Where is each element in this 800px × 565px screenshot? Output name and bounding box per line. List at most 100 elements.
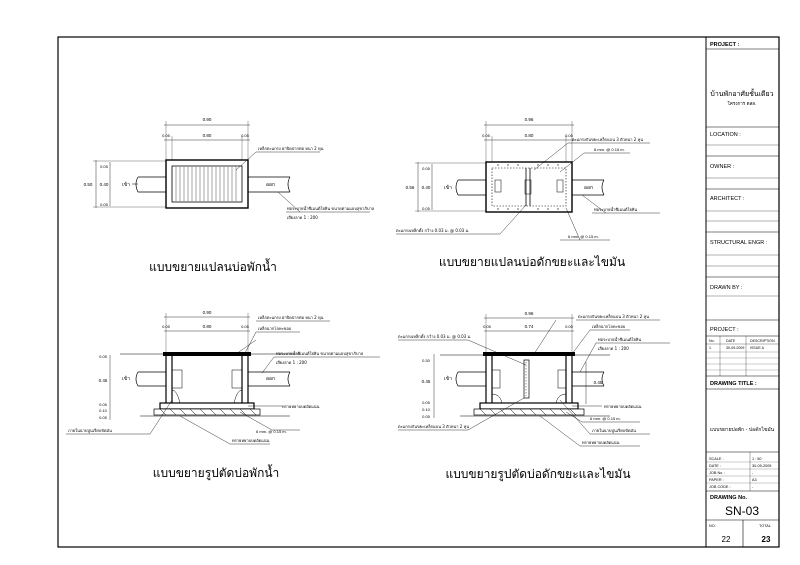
dim-005-s1: 0.05	[162, 324, 171, 329]
view-manhole-plan: 0.90 0.05 0.80 0.05 0.50 0.40 0.05 0.05 …	[84, 117, 375, 274]
dim-030-t: 0.30	[422, 358, 431, 363]
meta-paper-val: A3	[752, 478, 757, 482]
project2-label: PROJECT :	[710, 327, 739, 333]
dim-096-s: 0.96	[525, 311, 534, 316]
note-sandpad-s: ทรายหยาบบดอัดแน่น	[282, 404, 320, 409]
dim-074-s: 0.74	[525, 324, 534, 329]
drawn-by-label: DRAWN BY :	[710, 285, 743, 291]
manhole-box	[165, 159, 249, 209]
dim-005-t4: 0.05	[422, 414, 431, 419]
inlet-label-4: เข้า	[444, 375, 452, 382]
grease-trap-box	[485, 161, 573, 213]
project-name: บ้านพักอาศัยชั้นเดียว	[710, 87, 773, 98]
sheet-total-label: TOTAL	[759, 524, 771, 528]
project-label: PROJECT :	[710, 42, 740, 48]
rev-header-date: DATE	[726, 339, 736, 343]
dim-005-p2d: 0.05	[422, 206, 431, 211]
manhole-wall-left	[165, 354, 173, 406]
dim-010-s: 0.10	[99, 408, 108, 413]
dim-056: 0.56	[406, 185, 415, 190]
note-grate3: ตะแกรงกันขยะเหล็กแบน 3 ตัวหนา 2 หุน	[572, 136, 643, 143]
note-cover-s: เหล็กตะแกรง ฝาปิดปากท่อ หนา 2 หุน	[258, 314, 324, 321]
view2-title: แบบขยายแปลนบ่อดักขยะและไขมัน	[439, 255, 625, 269]
note-rebar-p2: 6 mm. @ 0.15 m.	[594, 147, 625, 152]
dim-096: 0.96	[525, 117, 534, 122]
project-subtitle: โครงการ ตสล.	[728, 100, 757, 107]
grate-hatching	[175, 167, 237, 201]
note-gravel-t: ทรายหยาบบดอัดแน่น	[582, 440, 620, 445]
rev-header-desc: DESCRIPTION	[750, 339, 775, 343]
note-grate3-s: ตะแกรงกันขยะเหล็กแบน 3 ตัวหนา 2 หุน	[578, 313, 649, 320]
note-cover: เหล็กตะแกรง ฝาปิดปากท่อ หนา 2 หุน	[258, 145, 324, 152]
sheet-border	[57, 36, 780, 548]
sheet-number: 22	[722, 535, 731, 544]
location-label: LOCATION :	[710, 132, 741, 138]
meta-jobcode-val: -	[752, 485, 754, 489]
dim-005-s2: 0.05	[241, 324, 250, 329]
dim-040: 0.40	[100, 182, 109, 187]
note-finish-t: ภายในฉาบปูนเรียบขัดมัน	[592, 428, 636, 434]
dim-005-t3: 0.05	[422, 400, 431, 405]
dim-005-s5: 0.05	[99, 415, 108, 420]
note-sandpad-t: ทรายหยาบบดอัดแน่น	[604, 404, 642, 409]
note-slope-t: เสียงลาด 1 : 200	[598, 346, 629, 351]
baffle-plate	[523, 359, 530, 399]
note-pipe3: ท่อระบายน้ำซีเมนต์ใยหิน	[598, 335, 641, 342]
dim-080-p2: 0.80	[525, 133, 534, 138]
note-gravel-s: ทรายหยาบบดอัดแน่น	[232, 438, 270, 443]
drawing-title: แบบขยายบ่อพัก - บ่อดักไขมัน	[710, 426, 775, 433]
meta-jobcode-key: JOB CODE :	[709, 485, 731, 489]
drawing-title-label: DRAWING TITLE :	[710, 381, 757, 387]
dim-005: 0.05	[162, 133, 171, 138]
note-plaster-s: เหล็กฉากโลหะขอบ	[258, 325, 292, 331]
dim-045-t: 0.45	[422, 379, 431, 384]
dim-080-s: 0.80	[203, 324, 212, 329]
manhole-wall-right	[241, 354, 249, 406]
architect-label: ARCHITECT :	[710, 196, 745, 202]
dim-080: 0.80	[203, 133, 212, 138]
note-pipe2: ท่อระบายน้ำซีเมนต์ใยหิน	[594, 205, 637, 212]
meta-job-val: -	[752, 471, 754, 475]
note-rebar-t: 6 mm. @ 0.15 m.	[590, 416, 621, 421]
note-slope-s: เสียงลาด 1 : 200	[276, 360, 307, 365]
outlet-label-2: ออก	[584, 185, 593, 191]
dim-040-p2: 0.40	[422, 185, 431, 190]
rev-header-no: No.	[709, 339, 715, 343]
view-manhole-section: 0.90 0.05 0.80 0.05 0.05 0.45 0.05 0.10 …	[66, 310, 380, 481]
meta-date-key: DATE :	[709, 464, 721, 468]
meta-date-val: 30-09-2009	[752, 464, 771, 468]
meta-scale-val: 1 : 50	[752, 457, 762, 461]
inlet-label-3: เข้า	[122, 375, 130, 382]
dim-005-p2c: 0.05	[422, 166, 431, 171]
meta-paper-key: PAPER :	[709, 478, 724, 482]
note-pipe-s: ท่อระบายน้ำซีเมนต์ใยหิน ขนาดตามแบบสุขาภิ…	[276, 349, 364, 357]
dim-005-p2b: 0.05	[565, 133, 574, 138]
outlet-label-3: ออก	[266, 376, 275, 382]
note-plaster-t: เหล็กฉากโลหะขอบ	[592, 323, 626, 329]
owner-label: OWNER :	[710, 164, 735, 170]
dim-005-t2: 0.05	[565, 324, 574, 329]
dim-050: 0.50	[84, 182, 93, 187]
inlet-label: เข้า	[122, 181, 130, 188]
sheet-no-label: NO.	[709, 524, 716, 528]
rev-row-date: 30-09-2009	[726, 346, 744, 350]
dim-090: 0.90	[203, 117, 212, 122]
dim-005-t1: 0.05	[483, 324, 492, 329]
rev-row-no: 1	[709, 346, 711, 350]
drawing-no-label: DRAWING No.	[710, 495, 747, 501]
drawing-no: SN-03	[725, 504, 759, 518]
title-block: PROJECT : บ้านพักอาศัยชั้นเดียว โครงการ …	[706, 42, 779, 547]
dim-005-l2: 0.05	[100, 202, 109, 207]
dim-010-t: 0.10	[422, 407, 431, 412]
trap-wall-left	[485, 354, 493, 406]
view-grease-trap-section: 0.96 0.05 0.74 0.05 0.30 0.45 0.05 0.10 …	[398, 311, 670, 482]
view-grease-trap-plan: 0.96 0.05 0.80 0.05 0.56 0.40 0.05 0.05 …	[396, 117, 660, 269]
meta-scale-key: SCALE :	[709, 457, 724, 461]
dim-005-p2a: 0.05	[482, 133, 491, 138]
sheet-total: 23	[762, 535, 771, 544]
meta-job-key: JOB No. :	[709, 471, 725, 475]
note-finish-s: ภายในฉาบปูนเรียบขัดมัน	[68, 428, 112, 434]
dim-090-s: 0.90	[203, 310, 212, 315]
manhole-base	[159, 402, 255, 410]
dim-045-s: 0.45	[99, 378, 108, 383]
